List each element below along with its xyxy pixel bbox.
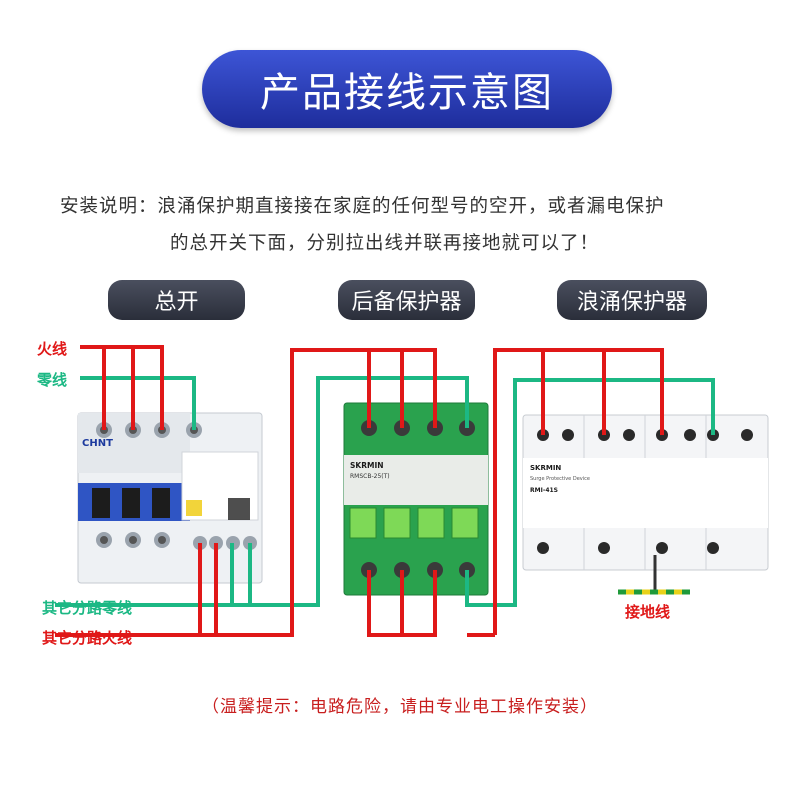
surge-model-text: RMI-41S	[530, 487, 558, 494]
surge-protector-device: SKRMIN Surge Protective Device RMI-41S	[522, 414, 769, 571]
backup-protector-device: SKRMIN RMSCB-25(T)	[343, 402, 489, 596]
surge-sub-text: Surge Protective Device	[530, 476, 590, 482]
surge-brand-text: SKRMIN	[530, 464, 561, 472]
label-live: 火线	[37, 340, 68, 358]
live-wires	[55, 345, 664, 637]
safety-warning: （温馨提示：电路危险，请由专业电工操作安装）	[202, 697, 598, 717]
title-banner: 产品接线示意图	[202, 50, 612, 128]
instruction-line-2: 的总开关下面，分别拉出线并联再接地就可以了！	[170, 233, 600, 254]
chint-brand-text: CHNT	[82, 438, 113, 449]
tag-main-switch: 总开	[108, 280, 245, 320]
backup-brand-text: SKRMIN	[350, 461, 384, 470]
main-switch-device: CHNT	[77, 412, 263, 584]
label-neutral: 零线	[37, 371, 68, 389]
ground-wire	[618, 555, 690, 595]
neutral-wires	[55, 376, 715, 607]
instruction-line-1: 安装说明：浪涌保护期直接接在家庭的任何型号的空开，或者漏电保护	[60, 196, 665, 217]
label-branch-neutral: 其它分路零线	[42, 599, 133, 617]
label-branch-live: 其它分路火线	[42, 629, 133, 647]
tag-backup-protector: 后备保护器	[338, 280, 475, 320]
backup-model-text: RMSCB-25(T)	[350, 473, 390, 480]
page-title: 产品接线示意图	[260, 70, 554, 116]
label-ground: 接地线	[625, 603, 671, 621]
tag-surge-protector: 浪涌保护器	[557, 280, 707, 320]
